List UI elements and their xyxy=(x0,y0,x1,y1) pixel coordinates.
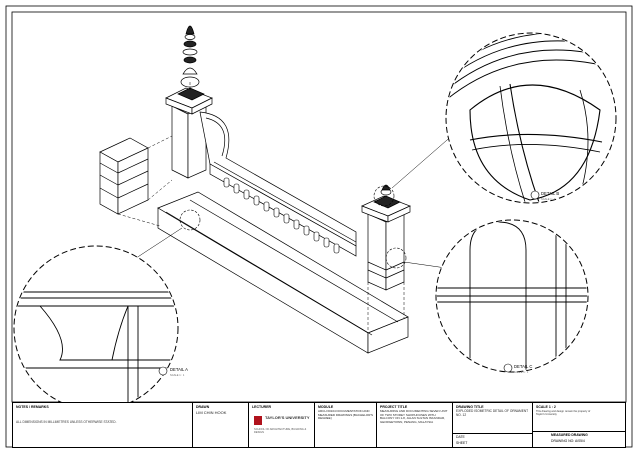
detail-b-title: DETAIL B xyxy=(541,191,560,196)
scale-label: SCALE 1 : 2 xyxy=(536,405,622,410)
detail-a-label: DETAIL A SCALE 1 : 1 xyxy=(170,367,188,377)
scale-label-text: SCALE xyxy=(536,405,548,409)
project-value: MEASURING AND DOCUMENTING SEVEN UNIT OF … xyxy=(380,409,448,424)
notes-text: ALL DIMENSIONS IN MILLIMETRES UNLESS OTH… xyxy=(16,420,117,424)
callout-marks xyxy=(179,185,407,269)
date-label: DATE xyxy=(456,435,465,439)
drawing-type: MEASURED DRAWING xyxy=(551,433,588,437)
detail-a xyxy=(13,245,179,411)
detail-c-label: DETAIL C SCALE 1 : 1 xyxy=(514,364,532,374)
isometric-base xyxy=(157,191,409,354)
detail-b-label: DETAIL B SCALE 1 : 1 xyxy=(541,191,559,201)
logo-cell: LECTURER xyxy=(249,403,315,447)
left-pillar-exploded xyxy=(99,137,149,215)
detail-a-title: DETAIL A xyxy=(170,367,188,372)
detail-c-title: DETAIL C xyxy=(514,364,533,369)
drawn-label: DRAWN xyxy=(196,405,210,409)
project-cell: PROJECT TITLE MEASURING AND DOCUMENTING … xyxy=(377,403,453,447)
drawing-title-value: EXPLODED ISOMETRIC DETAIL OF ORNAMENT NO… xyxy=(456,409,529,417)
explode-guides xyxy=(117,82,405,330)
detail-b-scale: SCALE 1 : 1 xyxy=(541,198,556,201)
drawing-title-label: DRAWING TITLE xyxy=(456,405,484,409)
balustrade-openings xyxy=(223,177,340,254)
balustrade xyxy=(199,111,357,257)
right-pillar xyxy=(361,184,411,291)
module-value: ARCH 60104 DOCUMENTATION AND MEASURED DR… xyxy=(318,409,373,421)
notes-label: NOTES / REMARKS xyxy=(16,405,49,409)
module-cell: MODULE ARCH 60104 DOCUMENTATION AND MEAS… xyxy=(315,403,377,447)
detail-b xyxy=(445,32,617,204)
notes-cell: NOTES / REMARKS ALL DIMENSIONS IN MILLIM… xyxy=(13,403,193,447)
scale-cell: SCALE 1 : 2 This drawing and design rema… xyxy=(533,403,625,447)
drawn-cell: DRAWN LIM CHIN HOOK xyxy=(193,403,249,447)
scale-value: 1 : 2 xyxy=(548,405,556,409)
lecturer-label: LECTURER xyxy=(252,405,272,409)
detail-c xyxy=(435,219,589,373)
university-logo-icon xyxy=(254,416,262,425)
left-pillar xyxy=(165,87,213,179)
drawing-no: DRAWING NO: A/05/4 xyxy=(551,439,585,443)
module-label: MODULE xyxy=(318,405,334,409)
finial-exploded xyxy=(180,25,200,88)
detail-label-markers xyxy=(158,190,540,376)
sheet-label: SHEET xyxy=(456,441,468,445)
project-label: PROJECT TITLE xyxy=(380,405,408,409)
title-block: NOTES / REMARKS ALL DIMENSIONS IN MILLIM… xyxy=(12,402,626,448)
university-school: SCHOOL OF ARCHITECTURE, BUILDING & DESIG… xyxy=(254,428,307,435)
copyright-note: This drawing and design remain the prope… xyxy=(536,410,591,416)
detail-a-scale: SCALE 1 : 1 xyxy=(170,374,185,377)
drawn-value: LIM CHIN HOOK xyxy=(196,410,227,415)
drawing-title-cell: DRAWING TITLE EXPLODED ISOMETRIC DETAIL … xyxy=(453,403,533,447)
university-name: TAYLOR'S UNIVERSITY xyxy=(265,415,310,420)
detail-c-scale: SCALE 1 : 1 xyxy=(514,371,529,374)
